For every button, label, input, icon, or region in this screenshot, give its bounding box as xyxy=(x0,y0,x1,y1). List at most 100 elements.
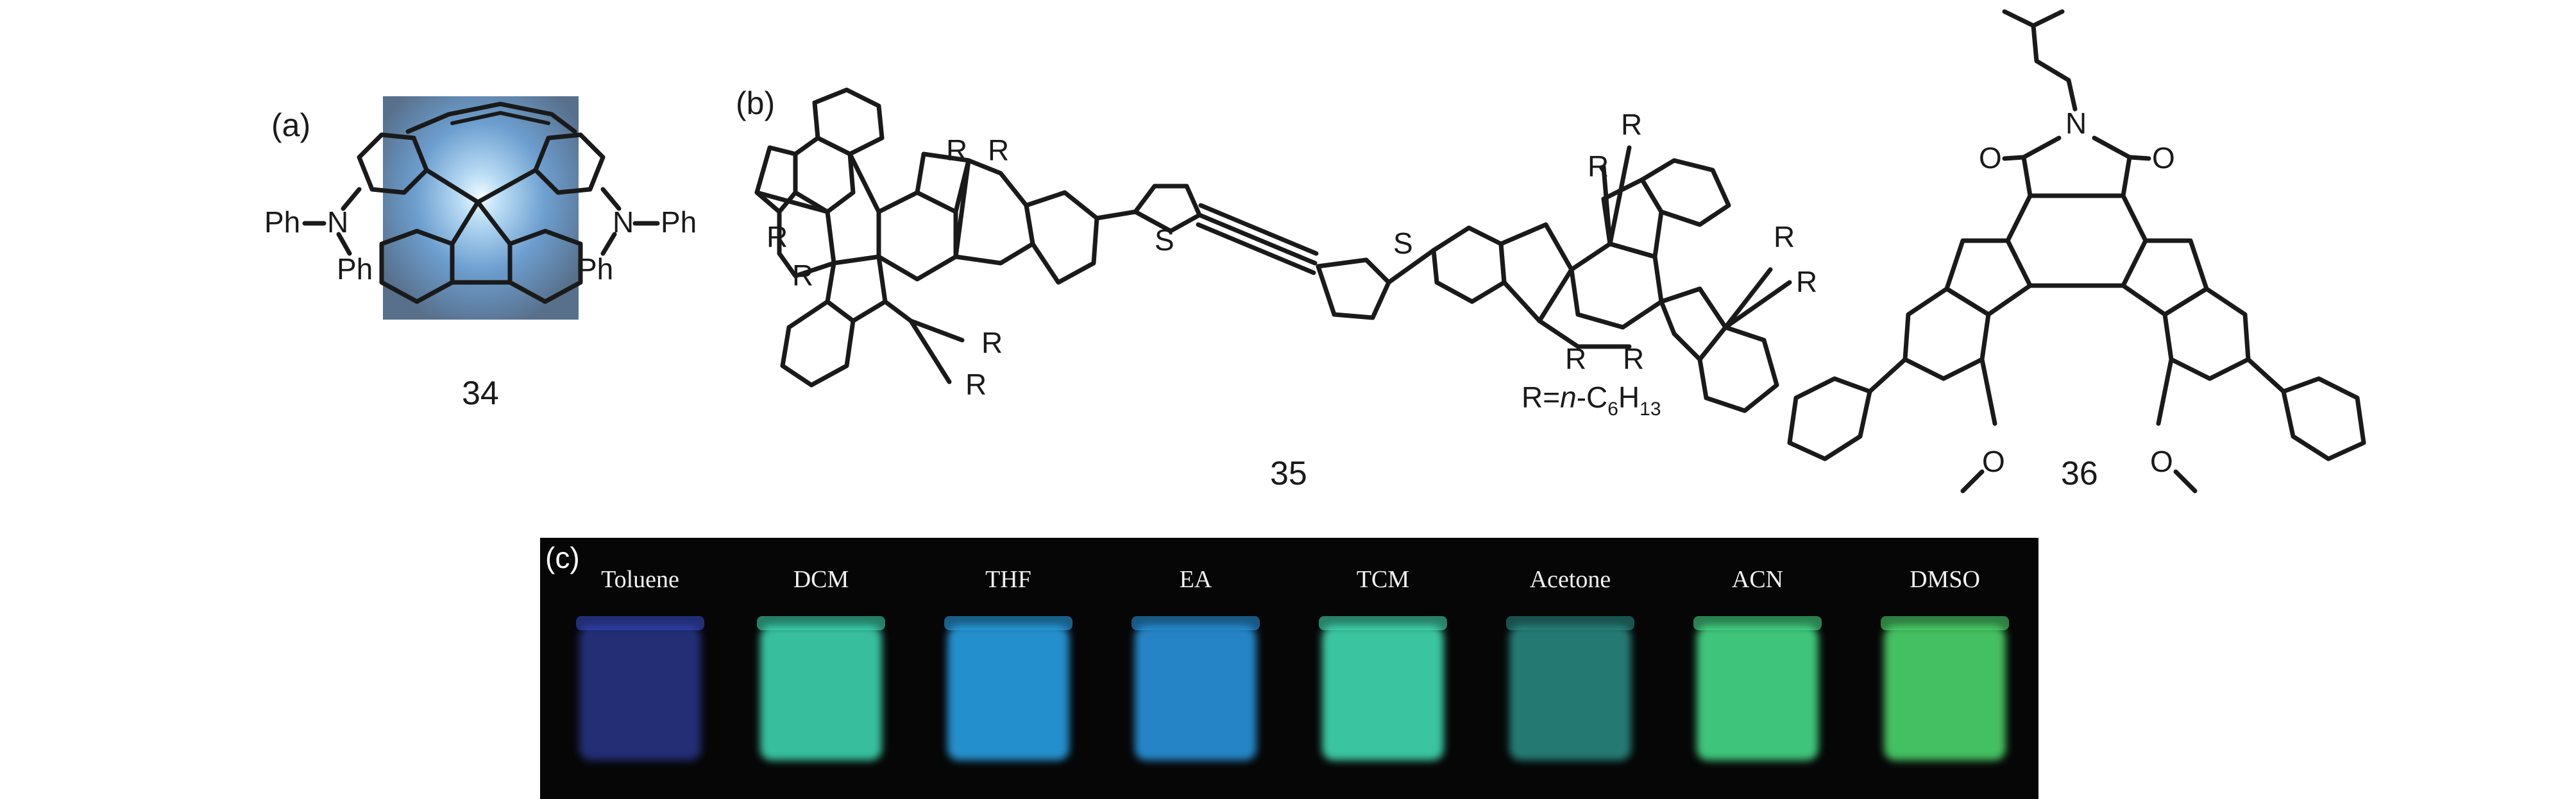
left-outer-ring xyxy=(754,190,836,279)
vial-label-2: THF xyxy=(985,566,1031,593)
r-group-9: R xyxy=(1774,220,1795,253)
n-right-bond xyxy=(600,187,622,211)
carbonyl-bonds xyxy=(2002,155,2151,161)
ph-right-bottom-bond xyxy=(600,232,617,256)
central-benzene xyxy=(2005,193,2148,288)
methoxy-o-right: O xyxy=(2150,445,2173,478)
thiophene-left-sulfur: S xyxy=(1155,223,1174,257)
vial-4 xyxy=(1322,626,1444,760)
thiophene-right-link xyxy=(1386,248,1436,285)
right-phenyl-ring xyxy=(2281,376,2366,461)
ph-right-bottom: Ph xyxy=(577,252,613,286)
left-methoxy-bond xyxy=(1979,357,1997,426)
r-group-7: R xyxy=(1621,108,1642,141)
ph-right-top: Ph xyxy=(661,205,697,239)
alkyne-triple-bond xyxy=(1196,203,1319,275)
vial-6 xyxy=(1697,626,1818,760)
right-left-benzo-ring xyxy=(1431,225,1507,304)
left-right-five-ring xyxy=(953,158,1035,266)
left-right-benzo-ring xyxy=(1024,190,1099,285)
left-phenyl-ring xyxy=(1787,376,1872,461)
vial-2 xyxy=(947,626,1069,760)
vial-rim-5 xyxy=(1506,616,1634,630)
thiophene-right-sulfur: S xyxy=(1393,227,1413,260)
ph-left-bottom-bond xyxy=(336,232,352,256)
right-methyl-bond xyxy=(2173,469,2198,494)
vial-label-1: DCM xyxy=(793,566,849,593)
r-group-4: R xyxy=(792,259,813,292)
vial-label-3: EA xyxy=(1180,566,1212,593)
panel-c-label: (c) xyxy=(545,541,580,574)
right-phenyl-bond xyxy=(2246,357,2286,394)
right-methoxy-bond xyxy=(2156,357,2174,426)
vial-rim-0 xyxy=(576,616,704,630)
r-group-10: R xyxy=(1796,265,1817,298)
panel-a: (a) N Ph Ph N Ph Ph 34 xyxy=(264,96,697,412)
r-definition: R=n-C6H13 xyxy=(1521,381,1661,420)
compound-34-number: 34 xyxy=(462,375,499,412)
vial-5 xyxy=(1509,626,1631,760)
carbonyl-o-right: O xyxy=(2152,141,2175,175)
right-top-five-ring xyxy=(1601,177,1664,259)
right-bottom-benzo-ring xyxy=(1697,325,1779,413)
left-bottom-five-ring xyxy=(825,254,888,323)
panel-b: (b) R R R R R R S S xyxy=(736,85,1817,492)
r-group-2: R xyxy=(988,133,1009,167)
ph-left-top: Ph xyxy=(264,205,300,239)
right-left-five-ring xyxy=(1498,222,1574,323)
left-central-ring xyxy=(876,190,958,282)
isopentyl-chain xyxy=(2002,9,2078,112)
left-core-bonds xyxy=(847,151,971,214)
right-bottom-five-ring xyxy=(1659,286,1728,362)
vial-rim-1 xyxy=(757,616,885,630)
methoxy-o-left: O xyxy=(1982,445,2005,478)
upper-bridge-bond xyxy=(405,101,577,134)
thiophene-left-ring xyxy=(1133,184,1202,234)
right-top-benzo-ring xyxy=(1640,158,1731,227)
vial-rim-7 xyxy=(1881,616,2009,630)
left-truxene-unit: R R R R R R xyxy=(754,87,1099,401)
vial-label-6: ACN xyxy=(1732,566,1783,593)
upper-bridge-double-bond xyxy=(450,110,550,125)
r-group-1: R xyxy=(946,133,967,167)
compound-36: N O O O O 36 xyxy=(1787,9,2366,494)
vial-label-4: TCM xyxy=(1357,566,1409,593)
vial-3 xyxy=(1135,626,1257,760)
vial-label-7: DMSO xyxy=(1910,566,1980,593)
panel-a-label: (a) xyxy=(271,107,310,143)
thiophene-left-link xyxy=(1094,209,1138,221)
thiophene-right-ring xyxy=(1316,257,1391,320)
right-truxene-unit: R R R R R R xyxy=(1431,108,1817,413)
left-bottom-benzo-ring xyxy=(780,299,856,388)
left-five-ring xyxy=(1944,238,2033,317)
compound-36-number: 36 xyxy=(2061,455,2098,492)
left-top-benzo-ring xyxy=(812,87,885,157)
left-top-five-ring xyxy=(793,135,856,214)
spiro-lower-bonds xyxy=(450,200,513,246)
r-group-6: R xyxy=(965,368,987,401)
vial-7 xyxy=(1884,626,2006,760)
imide-nitrogen: N xyxy=(2065,107,2087,140)
right-r-bonds xyxy=(1537,145,1792,349)
panel-b-label: (b) xyxy=(736,85,775,121)
vial-rim-2 xyxy=(944,616,1072,630)
vial-rim-3 xyxy=(1131,616,1260,630)
imide-ring xyxy=(2021,135,2132,198)
vial-rim-4 xyxy=(1319,616,1447,630)
left-methyl-bond xyxy=(1960,469,1985,494)
right-five-ring xyxy=(2121,238,2209,317)
vial-label-5: Acetone xyxy=(1530,566,1611,593)
r-group-3: R xyxy=(767,220,788,253)
left-r-bonds xyxy=(883,299,965,384)
right-benzo-ring xyxy=(2162,286,2251,381)
left-phenyl-bond xyxy=(1867,357,1908,394)
ph-left-bottom: Ph xyxy=(337,252,373,286)
vial-1 xyxy=(760,626,882,760)
compound-35-number: 35 xyxy=(1270,455,1307,492)
vial-rim-6 xyxy=(1693,616,1822,630)
carbonyl-o-left: O xyxy=(1979,141,2002,175)
vial-0 xyxy=(579,626,701,760)
